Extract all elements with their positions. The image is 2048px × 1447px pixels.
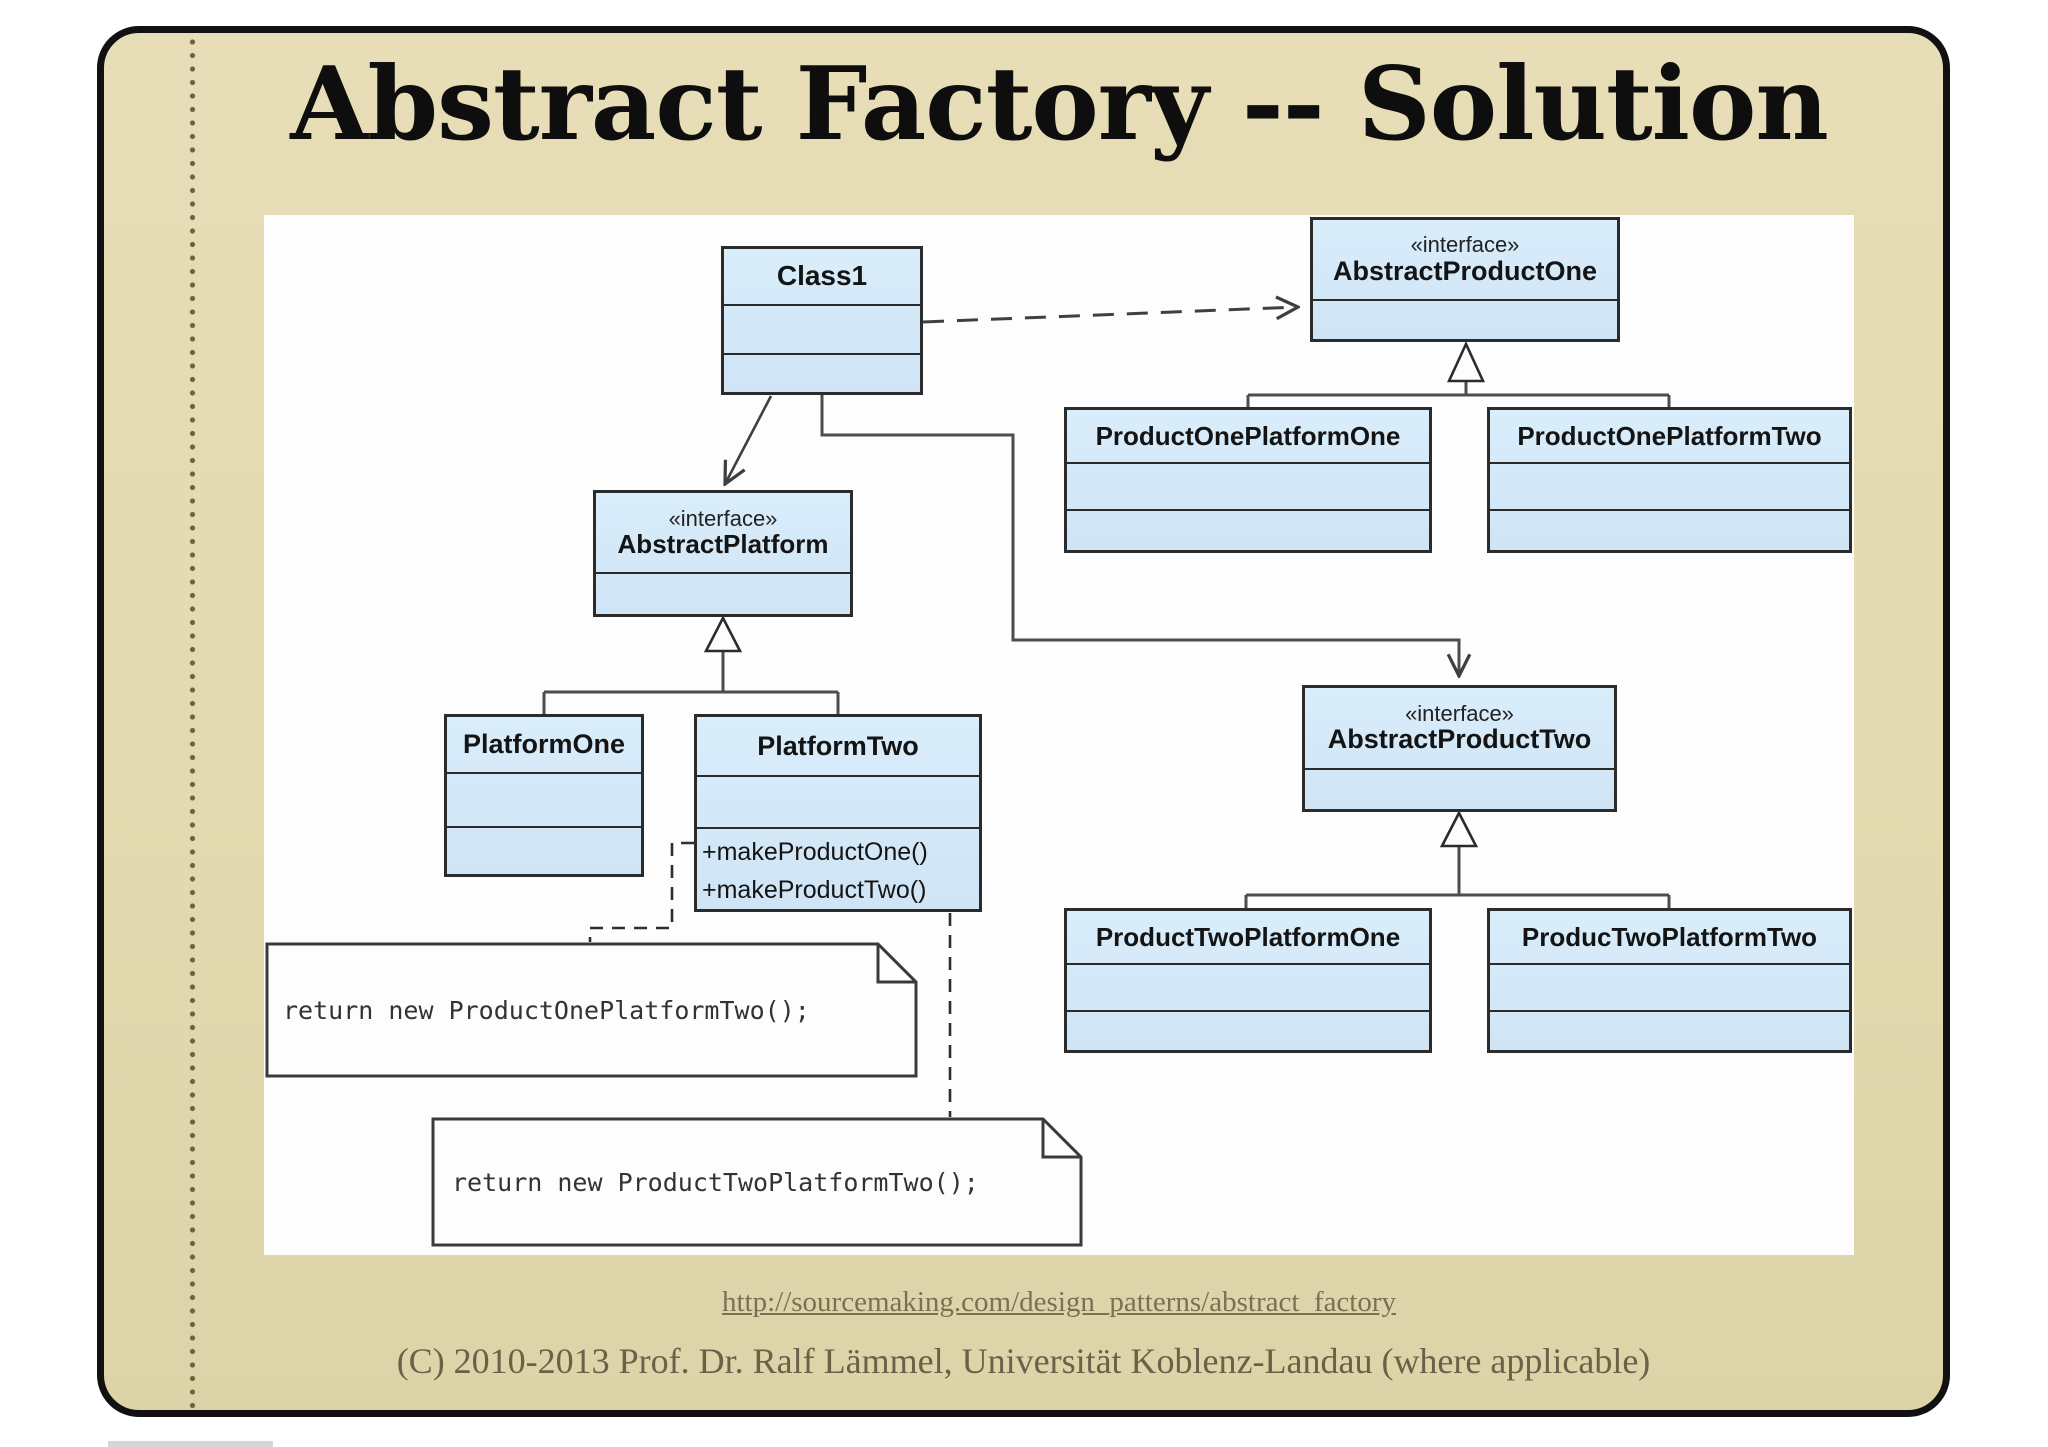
- class-name: PlatformTwo: [757, 730, 919, 761]
- methods-compartment: [1490, 509, 1849, 550]
- class-title-compartment: Class1: [724, 249, 920, 304]
- class-name: PlatformOne: [462, 728, 626, 759]
- attributes-compartment: [1067, 963, 1429, 1010]
- uml-note-one-text: return new ProductOnePlatformTwo();: [283, 995, 810, 1025]
- uml-note-two-text: return new ProductTwoPlatformTwo();: [452, 1167, 979, 1197]
- attributes-compartment: [1490, 462, 1849, 509]
- methods-compartment: [1490, 1010, 1849, 1050]
- class-title-compartment: PlatformOne: [447, 717, 641, 772]
- attributes-compartment: [447, 772, 641, 826]
- class-title-compartment: «interface» AbstractProductOne: [1313, 220, 1617, 299]
- attributes-compartment: [1067, 462, 1429, 509]
- class-title-compartment: «interface» AbstractProductTwo: [1305, 688, 1614, 768]
- class-box-produc-two-platform-two: ProducTwoPlatformTwo: [1487, 908, 1852, 1053]
- footer-link-row: http://sourcemaking.com/design_patterns/…: [264, 1286, 1854, 1319]
- class-title-compartment: ProductOnePlatformTwo: [1490, 410, 1849, 462]
- class-title-compartment: «interface» AbstractPlatform: [596, 493, 850, 572]
- attributes-compartment: [1305, 768, 1614, 809]
- class-name: AbstractProductOne: [1332, 255, 1598, 286]
- class-name: ProductOnePlatformTwo: [1517, 420, 1822, 451]
- class-name: AbstractProductTwo: [1327, 724, 1592, 755]
- class-box-product-two-platform-one: ProductTwoPlatformOne: [1064, 908, 1432, 1053]
- stereotype-label: «interface»: [668, 505, 778, 531]
- methods-compartment: [724, 353, 920, 392]
- class-title-compartment: ProductOnePlatformOne: [1067, 410, 1429, 462]
- method-make-product-one: +makeProductOne(): [702, 838, 928, 866]
- class-title-compartment: PlatformTwo: [697, 717, 979, 775]
- methods-compartment: [1067, 509, 1429, 550]
- copyright-line: (C) 2010-2013 Prof. Dr. Ralf Lämmel, Uni…: [396, 1341, 1651, 1381]
- class-box-product-one-platform-two: ProductOnePlatformTwo: [1487, 407, 1852, 553]
- attributes-compartment: [1313, 299, 1617, 339]
- method-make-product-two: +makeProductTwo(): [702, 876, 927, 904]
- attributes-compartment: [697, 775, 979, 827]
- slide-title: Abstract Factory -- Solution: [290, 44, 1829, 163]
- class-box-platform-two: PlatformTwo +makeProductOne() +makeProdu…: [694, 714, 982, 912]
- methods-compartment: [447, 826, 641, 874]
- stereotype-label: «interface»: [1405, 700, 1514, 726]
- class-box-platform-one: PlatformOne: [444, 714, 644, 877]
- attributes-compartment: [1490, 963, 1849, 1010]
- class-box-abstract-platform: «interface» AbstractPlatform: [593, 490, 853, 617]
- attributes-compartment: [596, 572, 850, 614]
- class-box-abstract-product-one: «interface» AbstractProductOne: [1310, 217, 1620, 342]
- class-box-class1: Class1: [721, 246, 923, 395]
- stereotype-label: «interface»: [1410, 232, 1520, 258]
- next-page-edge: [108, 1441, 273, 1447]
- class-name: AbstractPlatform: [617, 529, 829, 560]
- class-name: ProductTwoPlatformOne: [1095, 921, 1401, 952]
- class-name: ProductOnePlatformOne: [1095, 420, 1401, 451]
- methods-compartment: [1067, 1010, 1429, 1050]
- class-box-product-one-platform-one: ProductOnePlatformOne: [1064, 407, 1432, 553]
- binder-dotted-line: [189, 36, 196, 1408]
- source-link[interactable]: http://sourcemaking.com/design_patterns/…: [721, 1286, 1397, 1318]
- class-title-compartment: ProducTwoPlatformTwo: [1490, 911, 1849, 963]
- class-name: Class1: [776, 260, 868, 292]
- class-title-compartment: ProductTwoPlatformOne: [1067, 911, 1429, 963]
- attributes-compartment: [724, 304, 920, 353]
- methods-compartment: +makeProductOne() +makeProductTwo(): [697, 827, 979, 909]
- class-box-abstract-product-two: «interface» AbstractProductTwo: [1302, 685, 1617, 812]
- class-name: ProducTwoPlatformTwo: [1521, 921, 1818, 952]
